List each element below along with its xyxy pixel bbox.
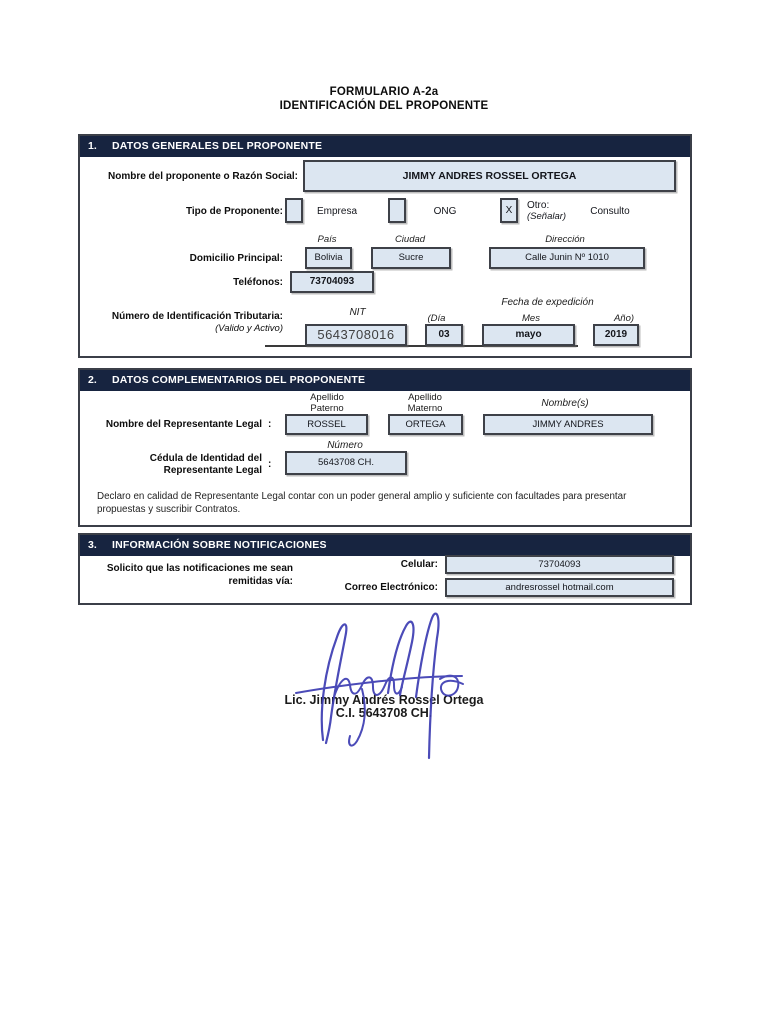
section1-header-bar: 1. DATOS GENERALES DEL PROPONENTE [80,136,690,157]
ciudad-header: Ciudad [394,234,426,245]
direccion-field[interactable]: Calle Junin Nº 1010 [489,247,645,269]
nit-field[interactable]: 5643708016 [305,324,407,346]
section1-number: 1. [88,140,97,152]
cedula-label-line2: Representante Legal [163,465,262,476]
section-datos-complementarios: 2. DATOS COMPLEMENTARIOS DEL PROPONENTE [78,368,692,527]
apellido-materno-header: Apellido Materno [390,392,460,414]
signature-ci: C.I. 5643708 CH. [335,706,433,720]
nombres-field[interactable]: JIMMY ANDRES [483,414,653,435]
apellido-paterno-header-l1: Apellido [310,392,344,403]
checkbox-ong[interactable] [388,198,406,223]
apellido-paterno-header-l2: Paterno [310,402,344,414]
notificaciones-label-line1: Solicito que las notificaciones me sean [106,563,293,574]
tipo-proponente-label: Tipo de Proponente: [185,206,283,217]
direccion-header: Dirección [545,234,585,245]
mes-field[interactable]: mayo [482,324,575,346]
section2-number: 2. [88,374,97,386]
checkbox-otro-label: Otro: [527,200,550,211]
telefonos-field[interactable]: 73704093 [290,271,374,293]
cedula-colon: : [268,459,272,470]
dia-header: (Día [427,313,446,324]
correo-label: Correo Electrónico: [344,582,438,593]
section3-number: 3. [88,539,97,551]
numero-header: Número [327,440,363,451]
apellido-materno-header-l1: Apellido [408,392,442,403]
nit-label: Número de Identificación Tributaria: [111,311,283,322]
pais-header: País [317,234,337,245]
cedula-field[interactable]: 5643708 CH. [285,451,407,475]
checkbox-ong-label: ONG [433,206,457,217]
checkbox-otro[interactable]: X [500,198,518,223]
cedula-label-line1: Cédula de Identidad del [149,453,262,464]
nombres-header: Nombre(s) [541,398,589,409]
domicilio-label: Domicilio Principal: [189,253,283,264]
otro-value-text: Consulto [590,206,630,217]
ciudad-field[interactable]: Sucre [371,247,451,269]
representante-colon: : [268,419,272,430]
mes-header: Mes [522,313,540,324]
declaracion-text: Declaro en calidad de Representante Lega… [97,491,627,515]
dia-field[interactable]: 03 [425,324,463,346]
checkbox-empresa[interactable] [285,198,303,223]
form-title-line2: IDENTIFICACIÓN DEL PROPONENTE [279,100,489,112]
signature-name: Lic. Jimmy Andrés Rossel Ortega [284,693,484,707]
checkbox-otro-sublabel: (Señalar) [527,211,567,222]
nit-header: NIT [349,307,366,318]
anio-header: Año) [613,313,635,324]
apellido-paterno-field[interactable]: ROSSEL [285,414,368,435]
apellido-materno-field[interactable]: ORTEGA [388,414,463,435]
correo-field[interactable]: andresrossel hotmail.com [445,578,674,597]
section1-title: DATOS GENERALES DEL PROPONENTE [112,140,323,152]
pais-field[interactable]: Bolivia [305,247,352,269]
section2-header-bar: 2. DATOS COMPLEMENTARIOS DEL PROPONENTE [80,370,690,391]
telefonos-label: Teléfonos: [233,277,283,288]
apellido-paterno-header: Apellido Paterno [292,392,362,414]
razon-social-field[interactable]: JIMMY ANDRES ROSSEL ORTEGA [303,160,676,192]
notificaciones-label-line2: remitidas vía: [228,576,293,587]
handwritten-signature [295,612,464,760]
razon-social-label: Nombre del proponente o Razón Social: [107,171,298,182]
section3-header-bar: 3. INFORMACIÓN SOBRE NOTIFICACIONES [80,535,690,556]
celular-field[interactable]: 73704093 [445,555,674,574]
celular-label: Celular: [400,559,438,570]
form-title-line1: FORMULARIO A-2a [329,86,439,98]
nit-underline [265,345,578,347]
checkbox-empresa-label: Empresa [316,206,357,217]
nit-sublabel: (Valido y Activo) [215,323,283,334]
section2-title: DATOS COMPLEMENTARIOS DEL PROPONENTE [112,374,366,386]
fecha-expedicion-header: Fecha de expedición [501,297,594,308]
representante-label: Nombre del Representante Legal [105,419,262,430]
apellido-materno-header-l2: Materno [407,402,443,414]
section3-title: INFORMACIÓN SOBRE NOTIFICACIONES [112,539,327,551]
anio-field[interactable]: 2019 [593,324,639,346]
